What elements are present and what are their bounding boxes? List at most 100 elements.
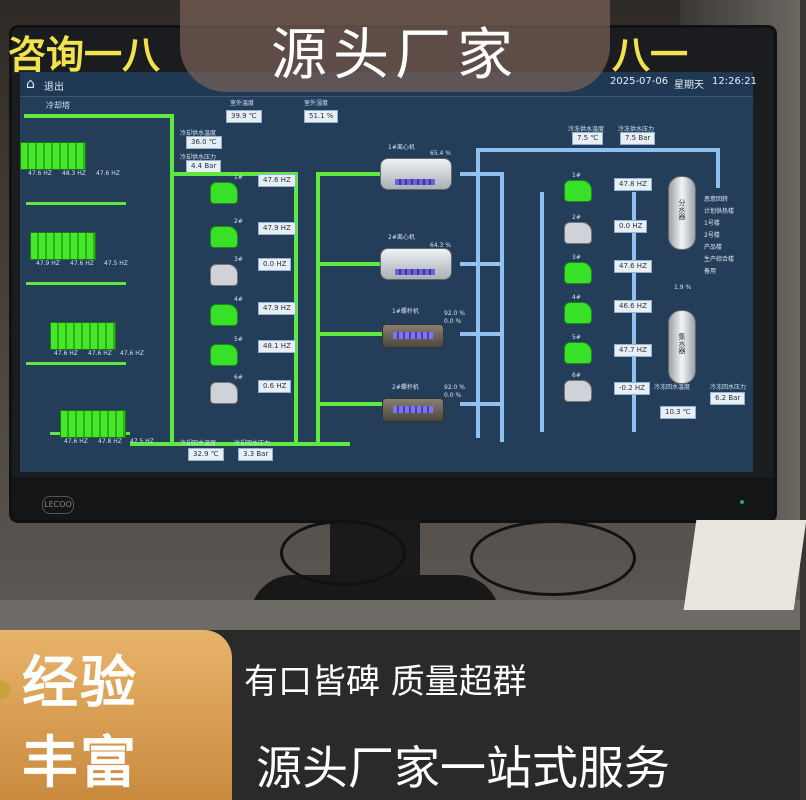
cw-pipe: [316, 332, 396, 336]
tower-2-hz: 47.9 HZ: [36, 260, 60, 267]
cw-pump-2-id: 2#: [234, 218, 243, 225]
chw-pump-3-hz: 47.6 HZ: [614, 260, 652, 273]
weekday-display: 星期天: [674, 80, 704, 91]
tank-value: 1.9 %: [674, 284, 692, 291]
cw-pump-3-hz: 0.0 HZ: [258, 258, 292, 271]
legend-item: 1号楼: [704, 220, 720, 227]
chw-pump-6-id: 6#: [572, 372, 581, 379]
cw-pump-4-hz: 47.9 HZ: [258, 302, 296, 315]
chiller-bar: [393, 406, 433, 413]
water-collector-tank[interactable]: 集水器: [668, 310, 696, 384]
date-display: 2025-07-06: [610, 76, 669, 87]
exit-button[interactable]: 退出: [44, 82, 64, 93]
legend-item: 生产综合楼: [704, 256, 735, 263]
chw-pipe: [476, 148, 480, 438]
cw-pipe: [24, 114, 174, 118]
monitor-bezel: [12, 478, 774, 520]
chiller-3-load: 92.0 %: [444, 310, 465, 317]
chw-pump-4-hz: 46.6 HZ: [614, 300, 652, 313]
outdoor-temp-label: 室外温度: [230, 100, 255, 107]
cw-pump-4-id: 4#: [234, 296, 243, 303]
outdoor-humidity-value: 51.1 %: [304, 110, 339, 123]
screw-chiller-2[interactable]: [382, 398, 444, 422]
chiller-bar: [393, 332, 433, 339]
cw-pump-1-hz: 47.6 HZ: [258, 174, 296, 187]
cw-supply-pressure-label: 冷却供水压力: [180, 154, 217, 161]
chw-pump-4[interactable]: [564, 302, 592, 324]
chiller-2-load: 64.3 %: [430, 242, 451, 249]
scada-screen: ⌂ 退出 2025-07-06 星期天 12:26:21 冷却塔 室外温度 39…: [20, 72, 757, 472]
chw-pump-6[interactable]: [564, 380, 592, 402]
cw-return-pressure-value: 3.3 Bar: [238, 448, 274, 461]
badge-line-1: 经验: [22, 651, 138, 716]
chw-supply-pressure-label: 冷冻供水压力: [618, 126, 655, 133]
chiller-4-load: 92.0 %: [444, 384, 465, 391]
badge-line-2: 丰富: [22, 731, 138, 796]
legend-item: 2号楼: [704, 232, 720, 239]
cw-pump-2[interactable]: [210, 226, 238, 248]
slogan-1: 有口皆碑 质量超群: [244, 662, 527, 702]
chiller-4-name: 2#螺杆机: [392, 384, 419, 391]
cable: [280, 520, 406, 586]
chw-pump-2-id: 2#: [572, 214, 581, 221]
cw-supply-temp-label: 冷却供水温度: [180, 130, 217, 137]
chw-pipe: [716, 148, 720, 188]
cw-pipe: [316, 262, 396, 266]
chw-pump-5-id: 5#: [572, 334, 581, 341]
chiller-bar: [395, 269, 435, 275]
cw-supply-temp-value: 36.0 ℃: [186, 136, 222, 149]
chw-pipe: [500, 172, 504, 442]
chw-supply-temp-label: 冷冻供水温度: [568, 126, 605, 133]
home-icon[interactable]: ⌂: [26, 76, 35, 92]
cw-pipe: [130, 442, 350, 446]
chw-pump-1[interactable]: [564, 180, 592, 202]
centrifugal-chiller-1[interactable]: [380, 158, 452, 190]
chiller-1-name: 1#离心机: [388, 144, 415, 151]
chw-return-temp-value: 10.3 ℃: [660, 406, 696, 419]
tank-2-label: 集水器: [678, 333, 686, 354]
cw-supply-pressure-value: 4.4 Bar: [186, 160, 222, 173]
cooling-tower-1[interactable]: [20, 142, 86, 170]
cw-pipe: [316, 172, 320, 442]
tower-1-hz: 47.6 HZ: [28, 170, 52, 177]
cooling-tower-4[interactable]: [60, 410, 126, 438]
cw-pump-5[interactable]: [210, 344, 238, 366]
time-display: 12:26:21: [712, 76, 757, 87]
chw-pump-2[interactable]: [564, 222, 592, 244]
centrifugal-chiller-2[interactable]: [380, 248, 452, 280]
chw-pump-4-id: 4#: [572, 294, 581, 301]
chw-pipe: [476, 148, 716, 152]
cw-pump-2-hz: 47.9 HZ: [258, 222, 296, 235]
cw-pipe: [26, 362, 126, 365]
chw-pump-3[interactable]: [564, 262, 592, 284]
chw-supply-pressure-value: 7.5 Bar: [620, 132, 656, 145]
cw-pump-3[interactable]: [210, 264, 238, 286]
tower-2-hz: 47.5 HZ: [104, 260, 128, 267]
outdoor-humidity-label: 室外湿度: [304, 100, 329, 107]
chiller-1-load: 65.4 %: [430, 150, 451, 157]
chw-pump-5[interactable]: [564, 342, 592, 364]
cw-pump-1[interactable]: [210, 182, 238, 204]
chw-supply-temp-value: 7.5 ℃: [572, 132, 604, 145]
cw-pump-6[interactable]: [210, 382, 238, 404]
cw-pump-6-hz: 0.6 HZ: [258, 380, 292, 393]
tank-1-label: 分水器: [678, 199, 686, 220]
chw-pump-6-hz: -0.2 HZ: [614, 382, 650, 395]
tower-1-hz: 48.3 HZ: [62, 170, 86, 177]
cable: [470, 520, 636, 596]
chw-pump-5-hz: 47.7 HZ: [614, 344, 652, 357]
screw-chiller-1[interactable]: [382, 324, 444, 348]
cooling-tower-2[interactable]: [30, 232, 96, 260]
cw-pump-4[interactable]: [210, 304, 238, 326]
legend-item: 计划供热楼: [704, 208, 735, 215]
chw-pipe: [460, 332, 504, 336]
cw-pump-6-id: 6#: [234, 374, 243, 381]
cw-return-temp-value: 32.9 ℃: [188, 448, 224, 461]
cw-pipe: [26, 282, 126, 285]
cw-pipe: [316, 172, 396, 176]
chw-pipe: [460, 172, 504, 176]
chiller-3-load2: 0.0 %: [444, 318, 462, 325]
cw-pump-1-id: 1#: [234, 174, 243, 181]
cooling-tower-3[interactable]: [50, 322, 116, 350]
water-distributor-tank[interactable]: 分水器: [668, 176, 696, 250]
